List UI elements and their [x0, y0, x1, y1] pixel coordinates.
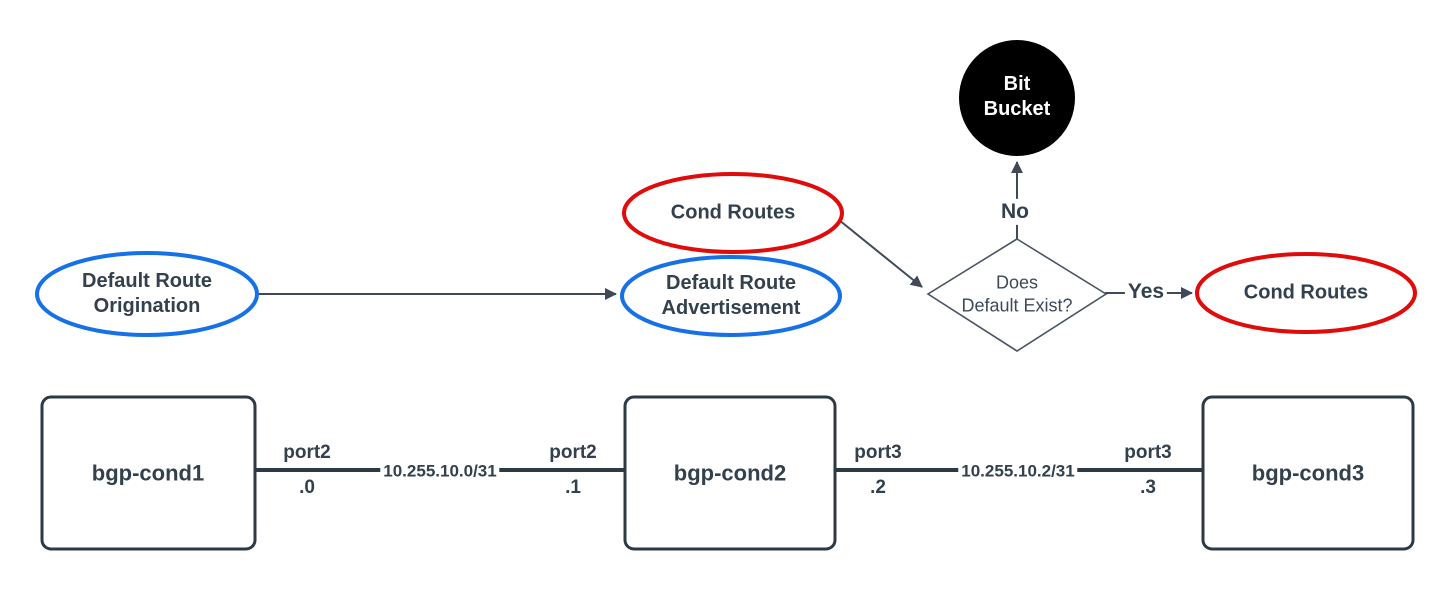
decision-label: Does Default Exist?: [961, 272, 1072, 317]
node-bgp-cond3-label: bgp-cond3: [1251, 460, 1365, 486]
decision-label-line2: Default Exist?: [961, 295, 1073, 315]
bit-bucket-label: Bit Bucket: [984, 72, 1051, 122]
advertisement-ellipse: [620, 255, 842, 337]
decision-diamond: [926, 238, 1108, 352]
link1-right-addr-label: .1: [565, 477, 581, 499]
bit-bucket-label-line2: Bucket: [983, 98, 1051, 120]
link2-left-addr-label: .2: [870, 477, 886, 499]
advertisement-label: Default Route Advertisement: [662, 271, 801, 321]
cond-routes-source-label: Cond Routes: [670, 201, 796, 224]
link1-subnet-label: 10.255.10.0/31: [380, 460, 500, 482]
link1-right-port-label: port2: [549, 442, 597, 464]
cond-routes-result-ellipse: [1195, 252, 1417, 334]
arrow-cond-routes-to-decision: [838, 219, 923, 288]
link1-left-port-label: port2: [283, 442, 331, 464]
edge-yes-label: Yes: [1124, 278, 1168, 306]
link1-left-addr-label: .0: [299, 477, 315, 499]
node-bgp-cond2-label: bgp-cond2: [673, 460, 787, 486]
advertisement-label-line2: Advertisement: [661, 297, 801, 319]
link2-subnet-label: 10.255.10.2/31: [958, 460, 1078, 482]
advertisement-label-line1: Default Route: [666, 272, 796, 294]
node-bgp-cond2-box: [623, 395, 837, 551]
link2-right-addr-label: .3: [1140, 477, 1156, 499]
link2-right-port-label: port3: [1124, 442, 1172, 464]
cond-routes-source-ellipse: [622, 172, 844, 254]
origination-label-line1: Default Route: [82, 270, 212, 292]
node-bgp-cond1-box: [40, 395, 257, 551]
bit-bucket-circle: [959, 40, 1075, 156]
edge-no-label: No: [998, 198, 1032, 226]
cond-routes-result-label: Cond Routes: [1243, 281, 1369, 304]
origination-label-line2: Origination: [93, 295, 201, 317]
origination-ellipse: [35, 251, 259, 337]
node-bgp-cond3-box: [1201, 395, 1415, 551]
origination-label: Default Route Origination: [82, 269, 212, 319]
bit-bucket-label-line1: Bit: [1003, 73, 1031, 95]
link2-left-port-label: port3: [854, 442, 902, 464]
node-bgp-cond1-label: bgp-cond1: [91, 460, 205, 486]
decision-label-line1: Does: [995, 272, 1039, 293]
